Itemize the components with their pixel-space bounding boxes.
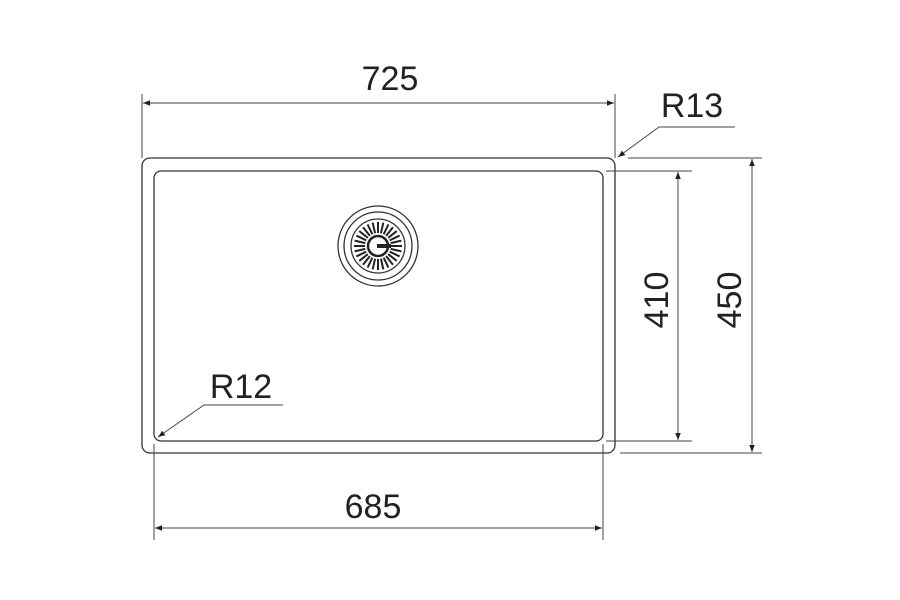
dimension-inner-width: 685 bbox=[153, 444, 604, 540]
inner-height-label: 410 bbox=[638, 272, 676, 329]
dimension-inner-radius: R12 bbox=[157, 368, 283, 438]
inner-width-label: 685 bbox=[345, 488, 402, 526]
sink-inner-bowl bbox=[153, 170, 604, 442]
dimension-outer-width: 725 bbox=[141, 60, 616, 158]
outer-radius-label: R13 bbox=[661, 87, 723, 125]
outer-width-label: 725 bbox=[362, 60, 419, 98]
dimension-outer-height: 450 bbox=[620, 157, 762, 454]
inner-radius-label: R12 bbox=[210, 368, 272, 406]
sink-outer-outline bbox=[141, 157, 616, 454]
drain-strainer-icon bbox=[337, 205, 419, 287]
dimension-outer-radius: R13 bbox=[617, 87, 735, 158]
dimension-inner-height: 410 bbox=[606, 170, 692, 442]
outer-height-label: 450 bbox=[711, 272, 749, 329]
